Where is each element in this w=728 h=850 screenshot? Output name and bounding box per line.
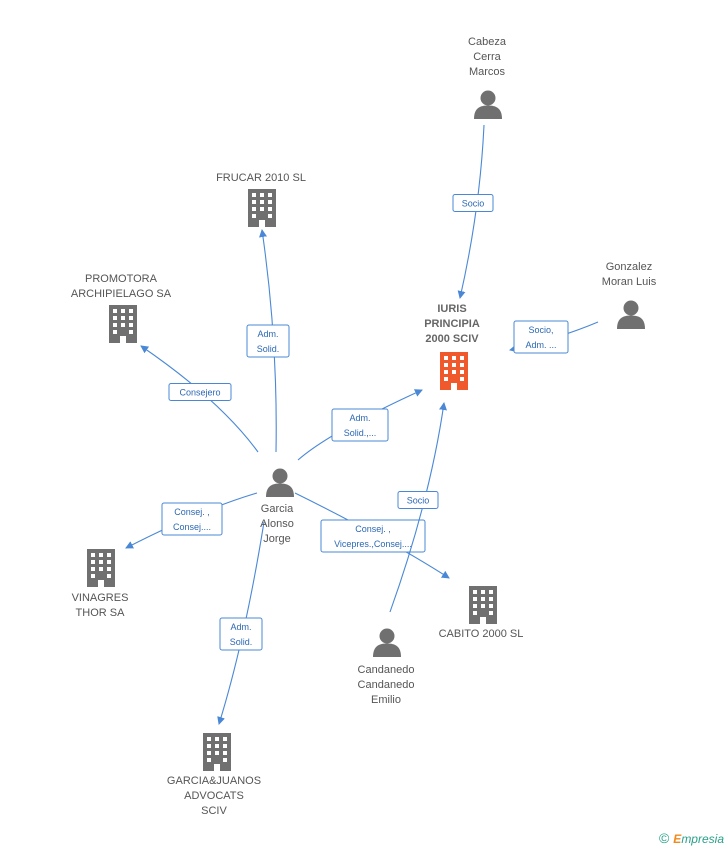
edge-label-box[interactable] bbox=[320, 519, 426, 553]
edge-label-text: Solid. bbox=[230, 637, 253, 647]
building-icon bbox=[203, 733, 231, 771]
edge-label-box[interactable] bbox=[168, 383, 232, 401]
node-label: Alonso bbox=[260, 518, 294, 530]
edge-label-text: Consej. , bbox=[355, 524, 391, 534]
edge-garcia-garciajuanos: Adm. Solid. bbox=[217, 521, 265, 725]
brand-name: mpresia bbox=[681, 832, 724, 846]
node-cabito[interactable]: CABITO 2000 SL bbox=[439, 586, 524, 640]
edge-garcia-iuris: Adm. Solid.,... bbox=[297, 389, 423, 461]
edge-candanedo-iuris: Socio bbox=[389, 402, 447, 613]
node-label: FRUCAR 2010 SL bbox=[216, 172, 306, 184]
node-label: PROMOTORA bbox=[85, 273, 158, 285]
edge-garcia-vinagres: Consej. , Consej.... bbox=[125, 492, 258, 549]
edge-gonzalez-iuris: Socio, Adm. ... bbox=[509, 320, 599, 354]
building-icon bbox=[109, 305, 137, 343]
node-iuris[interactable]: IURIS PRINCIPIA 2000 SCIV bbox=[424, 303, 480, 390]
edge-label-text: Solid.,... bbox=[344, 428, 377, 438]
edge-label-box[interactable] bbox=[397, 491, 439, 509]
node-promotora[interactable]: PROMOTORA ARCHIPIELAGO SA bbox=[71, 273, 172, 343]
focus-building-icon bbox=[440, 352, 468, 390]
person-icon bbox=[266, 468, 294, 497]
node-label: Candanedo bbox=[358, 664, 415, 676]
node-frucar[interactable]: FRUCAR 2010 SL bbox=[216, 172, 306, 227]
node-label: Gonzalez bbox=[606, 261, 652, 273]
edge-label-text: Consej.... bbox=[173, 522, 211, 532]
node-label: Cabeza bbox=[468, 36, 507, 48]
edge-label-text: Adm. bbox=[349, 413, 370, 423]
node-label: CABITO 2000 SL bbox=[439, 628, 524, 640]
edge-garcia-frucar: Adm. Solid. bbox=[246, 229, 290, 453]
edge-label-text: Socio bbox=[462, 199, 485, 209]
node-garciajuanos[interactable]: GARCIA&JUANOS ADVOCATS SCIV bbox=[167, 733, 261, 817]
edge-label-text: Adm. bbox=[230, 622, 251, 632]
node-label: Moran Luis bbox=[602, 276, 657, 288]
node-label: PRINCIPIA bbox=[424, 318, 480, 330]
edge-label-text: Consej. , bbox=[174, 507, 210, 517]
node-label: Emilio bbox=[371, 694, 401, 706]
edge-label-box[interactable] bbox=[452, 194, 494, 212]
node-label: Cerra bbox=[473, 51, 501, 63]
edge-label-text: Solid. bbox=[257, 344, 280, 354]
edge-garcia-cabito: Consej. , Vicepres.,Consej.... bbox=[294, 492, 450, 579]
node-label: Jorge bbox=[263, 533, 291, 545]
node-label: GARCIA&JUANOS bbox=[167, 775, 261, 787]
node-label: SCIV bbox=[201, 805, 227, 817]
person-icon bbox=[373, 628, 401, 657]
node-label: THOR SA bbox=[76, 607, 126, 619]
edge-label-box[interactable] bbox=[161, 502, 223, 536]
node-label: Garcia bbox=[261, 503, 294, 515]
node-label: IURIS bbox=[437, 303, 466, 315]
building-icon bbox=[87, 549, 115, 587]
edge-label-text: Socio bbox=[407, 496, 430, 506]
edge-label-text: Adm. bbox=[257, 329, 278, 339]
empresia-watermark: ©Empresia bbox=[659, 830, 724, 846]
edge-label-text: Adm. ... bbox=[525, 340, 556, 350]
person-icon bbox=[617, 300, 645, 329]
building-icon bbox=[248, 189, 276, 227]
edge-label-box[interactable] bbox=[513, 320, 569, 354]
edge-cabeza-iuris: Socio bbox=[452, 124, 494, 299]
edge-label-box[interactable] bbox=[219, 617, 263, 651]
node-label: Candanedo bbox=[358, 679, 415, 691]
node-label: 2000 SCIV bbox=[425, 333, 479, 345]
edge-label-box[interactable] bbox=[331, 408, 389, 442]
copyright-icon: © bbox=[658, 830, 670, 846]
node-vinagres[interactable]: VINAGRES THOR SA bbox=[72, 549, 129, 619]
node-label: VINAGRES bbox=[72, 592, 129, 604]
edge-label-text: Socio, bbox=[528, 325, 553, 335]
person-icon bbox=[474, 90, 502, 119]
edge-garcia-promotora: Consejero bbox=[140, 345, 259, 453]
edge-label-text: Consejero bbox=[179, 388, 220, 398]
node-label: Marcos bbox=[469, 66, 506, 78]
edge-label-text: Vicepres.,Consej.... bbox=[334, 539, 412, 549]
edge-label-box[interactable] bbox=[246, 324, 290, 358]
brand-initial: E bbox=[673, 832, 682, 846]
building-icon bbox=[469, 586, 497, 624]
node-label: ARCHIPIELAGO SA bbox=[71, 288, 172, 300]
node-label: ADVOCATS bbox=[184, 790, 244, 802]
